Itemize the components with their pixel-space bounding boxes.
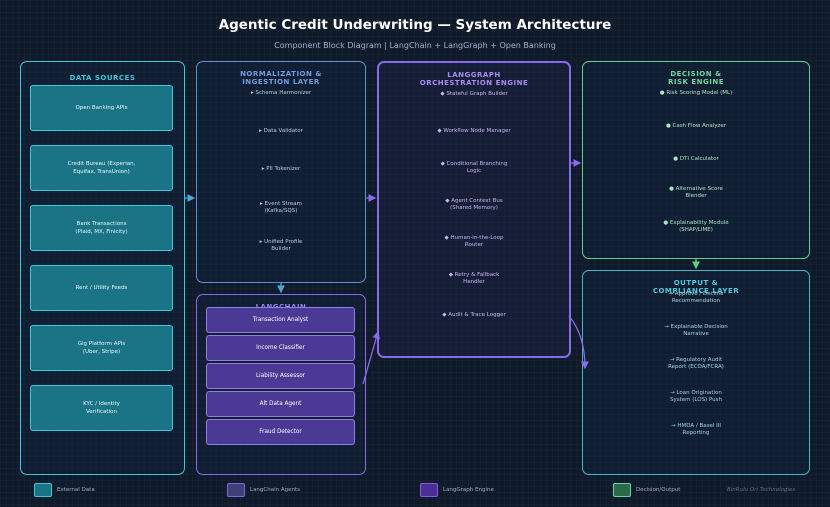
lg-workflow-node: ◆ Workflow Node Manager xyxy=(437,128,511,134)
langgraph-title: LANGGRAPH ORCHESTRATION ENGINE xyxy=(419,71,529,87)
out-approve-decline: → Approve / Decline Recommendation xyxy=(668,291,724,304)
decision-title: DECISION & RISK ENGINE xyxy=(667,70,725,86)
lg-audit-trace: ◆ Audit & Trace Logger xyxy=(442,312,506,318)
source-gig-platform: Gig Platform APIs (Uber, Stripe) xyxy=(30,325,173,371)
legend-label-langgraph: LangGraph Engine xyxy=(443,487,494,493)
footer-note: BinRulu Ori Technologies xyxy=(727,487,796,493)
agent-income-classifier: Income Classifier xyxy=(206,335,355,361)
out-regulatory-audit: → Regulatory Audit Report (ECOA/FCRA) xyxy=(668,357,724,370)
dec-cash-flow: ● Cash Flow Analyzer xyxy=(665,123,727,129)
langgraph-panel: LANGGRAPH ORCHESTRATION ENGINE ◆ Statefu… xyxy=(377,61,571,358)
legend-label-langchain: LangChain Agents xyxy=(250,487,301,493)
source-bank-transactions: Bank Transactions (Plaid, MX, Finicity) xyxy=(30,205,173,251)
dec-dti: ● DTI Calculator xyxy=(673,156,719,162)
out-hmda-basel: → HMDA / Basel III Reporting xyxy=(670,423,722,436)
lg-retry-fallback: ◆ Retry & Fallback Handler xyxy=(448,272,500,285)
source-open-banking: Open Banking APIs xyxy=(30,85,173,131)
page-title: Agentic Credit Underwriting — System Arc… xyxy=(218,17,612,33)
legend-swatch-external xyxy=(34,483,52,497)
legend-swatch-decision xyxy=(613,483,631,497)
lg-stateful-graph: ◆ Stateful Graph Builder xyxy=(440,91,508,97)
page-subtitle: Component Block Diagram | LangChain + La… xyxy=(274,41,556,50)
out-decision-narrative: → Explainable Decision Narrative xyxy=(664,324,728,337)
legend-swatch-langgraph xyxy=(420,483,438,497)
arrow-langchain-to-langgraph xyxy=(362,330,380,385)
normalization-title: NORMALIZATION & INGESTION LAYER xyxy=(240,70,322,86)
agent-transaction-analyst: Transaction Analyst xyxy=(206,307,355,333)
norm-pii-tokenizer: ▸ PII Tokenizer xyxy=(261,166,301,172)
legend-label-decision: Decision/Output xyxy=(636,487,681,493)
lg-human-in-loop: ◆ Human-in-the-Loop Router xyxy=(444,235,504,248)
lg-conditional-branching: ◆ Conditional Branching Logic xyxy=(440,161,508,174)
out-los-push: → Loan Origination System (LOS) Push xyxy=(669,390,723,403)
lg-agent-context-bus: ◆ Agent Context Bus (Shared Memory) xyxy=(445,198,503,211)
decision-panel: DECISION & RISK ENGINE ● Risk Scoring Mo… xyxy=(582,61,810,259)
data-sources-title: DATA SOURCES xyxy=(69,74,136,82)
norm-schema-harmonizer: ▸ Schema Harmonizer xyxy=(250,90,312,96)
agent-fraud-detector: Fraud Detector xyxy=(206,419,355,445)
dec-alt-score: ● Alternative Score Blender xyxy=(669,186,723,199)
norm-event-stream: ▸ Event Stream (Kafka/SQS) xyxy=(260,201,302,214)
dec-risk-scoring: ● Risk Scoring Model (ML) xyxy=(659,90,733,96)
output-panel: OUTPUT & COMPLIANCE LAYER → Approve / De… xyxy=(582,270,810,475)
norm-unified-profile: ▸ Unified Profile Builder xyxy=(259,239,303,252)
agent-alt-data: Alt Data Agent xyxy=(206,391,355,417)
data-sources-panel: DATA SOURCES Open Banking APIs Credit Bu… xyxy=(20,61,185,475)
source-kyc: KYC / Identity Verification xyxy=(30,385,173,431)
norm-data-validator: ▸ Data Validator xyxy=(259,128,303,134)
arrow-langgraph-to-output xyxy=(568,315,589,370)
agent-liability-assessor: Liability Assessor xyxy=(206,363,355,389)
output-title: OUTPUT & COMPLIANCE LAYER xyxy=(652,279,740,295)
legend-label-external: External Data xyxy=(57,487,95,493)
source-rent-utility: Rent / Utility Feeds xyxy=(30,265,173,311)
legend-swatch-langchain xyxy=(227,483,245,497)
langchain-panel: LANGCHAIN Transaction Analyst Income Cla… xyxy=(196,294,366,475)
dec-explainability: ● Explainability Module (SHAP/LIME) xyxy=(663,220,729,233)
source-credit-bureau: Credit Bureau (Experian, Equifax, TransU… xyxy=(30,145,173,191)
normalization-panel: NORMALIZATION & INGESTION LAYER ▸ Schema… xyxy=(196,61,366,283)
